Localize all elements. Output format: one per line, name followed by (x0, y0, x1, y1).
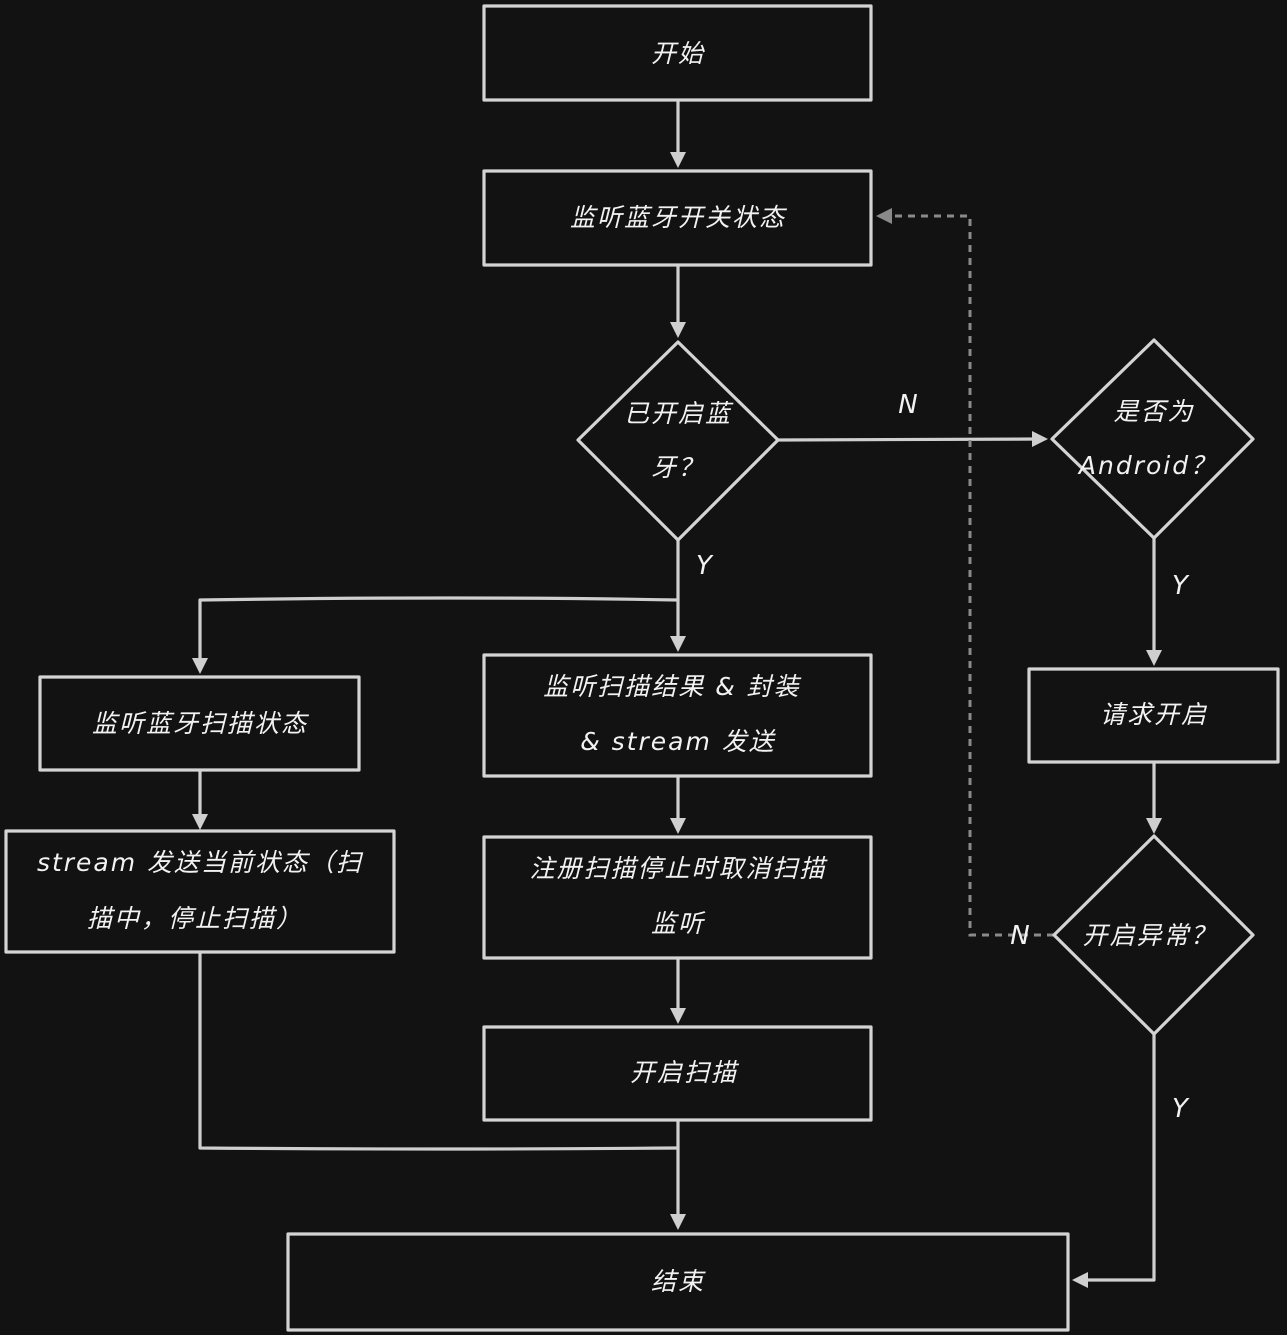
node-end: 结束 (286, 1232, 1070, 1332)
node-is-android: 是否为 Android？ (1050, 338, 1255, 540)
node-start: 开始 (482, 4, 873, 102)
arrowhead (670, 152, 686, 168)
edge-label-error-yes: Y (1172, 1094, 1190, 1124)
node-stream-state: stream 发送当前状态（扫 描中，停止扫描） (4, 829, 396, 954)
arrowhead (670, 636, 686, 652)
arrowhead (1146, 650, 1162, 666)
arrowhead (670, 1008, 686, 1024)
node-register-stop: 注册扫描停止时取消扫描 监听 (482, 835, 873, 960)
node-listen-scan-result-label-line1: 监听扫描结果 & 封装 (543, 672, 801, 701)
node-is-enabled: 已开启蓝 牙？ (576, 340, 780, 542)
node-is-enabled-label-line2: 牙？ (651, 453, 705, 482)
edge-labels: N Y Y N Y (696, 390, 1190, 1124)
node-listen-scan-state: 监听蓝牙扫描状态 (38, 675, 361, 772)
node-start-scan-label: 开启扫描 (630, 1058, 740, 1087)
node-end-label: 结束 (651, 1267, 706, 1296)
node-start-label: 开始 (651, 39, 705, 68)
arrowhead (876, 208, 892, 224)
arrowhead (1072, 1272, 1088, 1288)
node-is-android-label-line1: 是否为 (1113, 397, 1194, 426)
arrowhead (1146, 818, 1162, 834)
arrowhead (670, 322, 686, 338)
node-listen-scan-result-label-line2: & stream 发送 (580, 727, 776, 756)
node-enable-error-label: 开启异常？ (1082, 921, 1217, 950)
edge-label-enabled-no: N (898, 390, 917, 420)
edge-label-error-no: N (1010, 921, 1029, 951)
arrowhead (1032, 431, 1048, 447)
node-enable-error: 开启异常？ (1052, 834, 1255, 1036)
arrowhead (670, 818, 686, 834)
node-request-enable: 请求开启 (1027, 667, 1280, 764)
node-listen-switch-label: 监听蓝牙开关状态 (570, 203, 788, 232)
edge-branch-to-listen-scan-state (198, 596, 680, 666)
node-listen-scan-result: 监听扫描结果 & 封装 & stream 发送 (482, 653, 873, 778)
node-request-enable-label: 请求开启 (1100, 700, 1208, 729)
edge-stream-to-end (198, 950, 680, 1151)
arrowhead (192, 658, 208, 674)
arrowhead (192, 814, 208, 830)
edge-label-enabled-yes: Y (696, 551, 714, 581)
node-listen-scan-state-label: 监听蓝牙扫描状态 (92, 709, 310, 738)
edge-is-enabled-no-to-is-android (776, 437, 1042, 442)
node-is-enabled-label-line1: 已开启蓝 (624, 399, 734, 428)
node-start-scan: 开启扫描 (482, 1025, 873, 1122)
node-listen-switch: 监听蓝牙开关状态 (482, 169, 873, 267)
node-register-stop-label-line1: 注册扫描停止时取消扫描 (529, 854, 828, 883)
node-stream-state-label-line2: 描中，停止扫描） (87, 904, 303, 933)
edge-label-android-yes: Y (1172, 571, 1190, 601)
edge-error-yes-to-end (1080, 1032, 1156, 1282)
node-register-stop-label-line2: 监听 (651, 909, 706, 938)
arrowhead (670, 1214, 686, 1230)
edges (192, 98, 1162, 1288)
edge-error-no-to-listen-switch (888, 214, 1054, 937)
node-stream-state-label-line1: stream 发送当前状态（扫 (37, 848, 364, 877)
node-is-android-label-line2: Android？ (1077, 451, 1217, 480)
